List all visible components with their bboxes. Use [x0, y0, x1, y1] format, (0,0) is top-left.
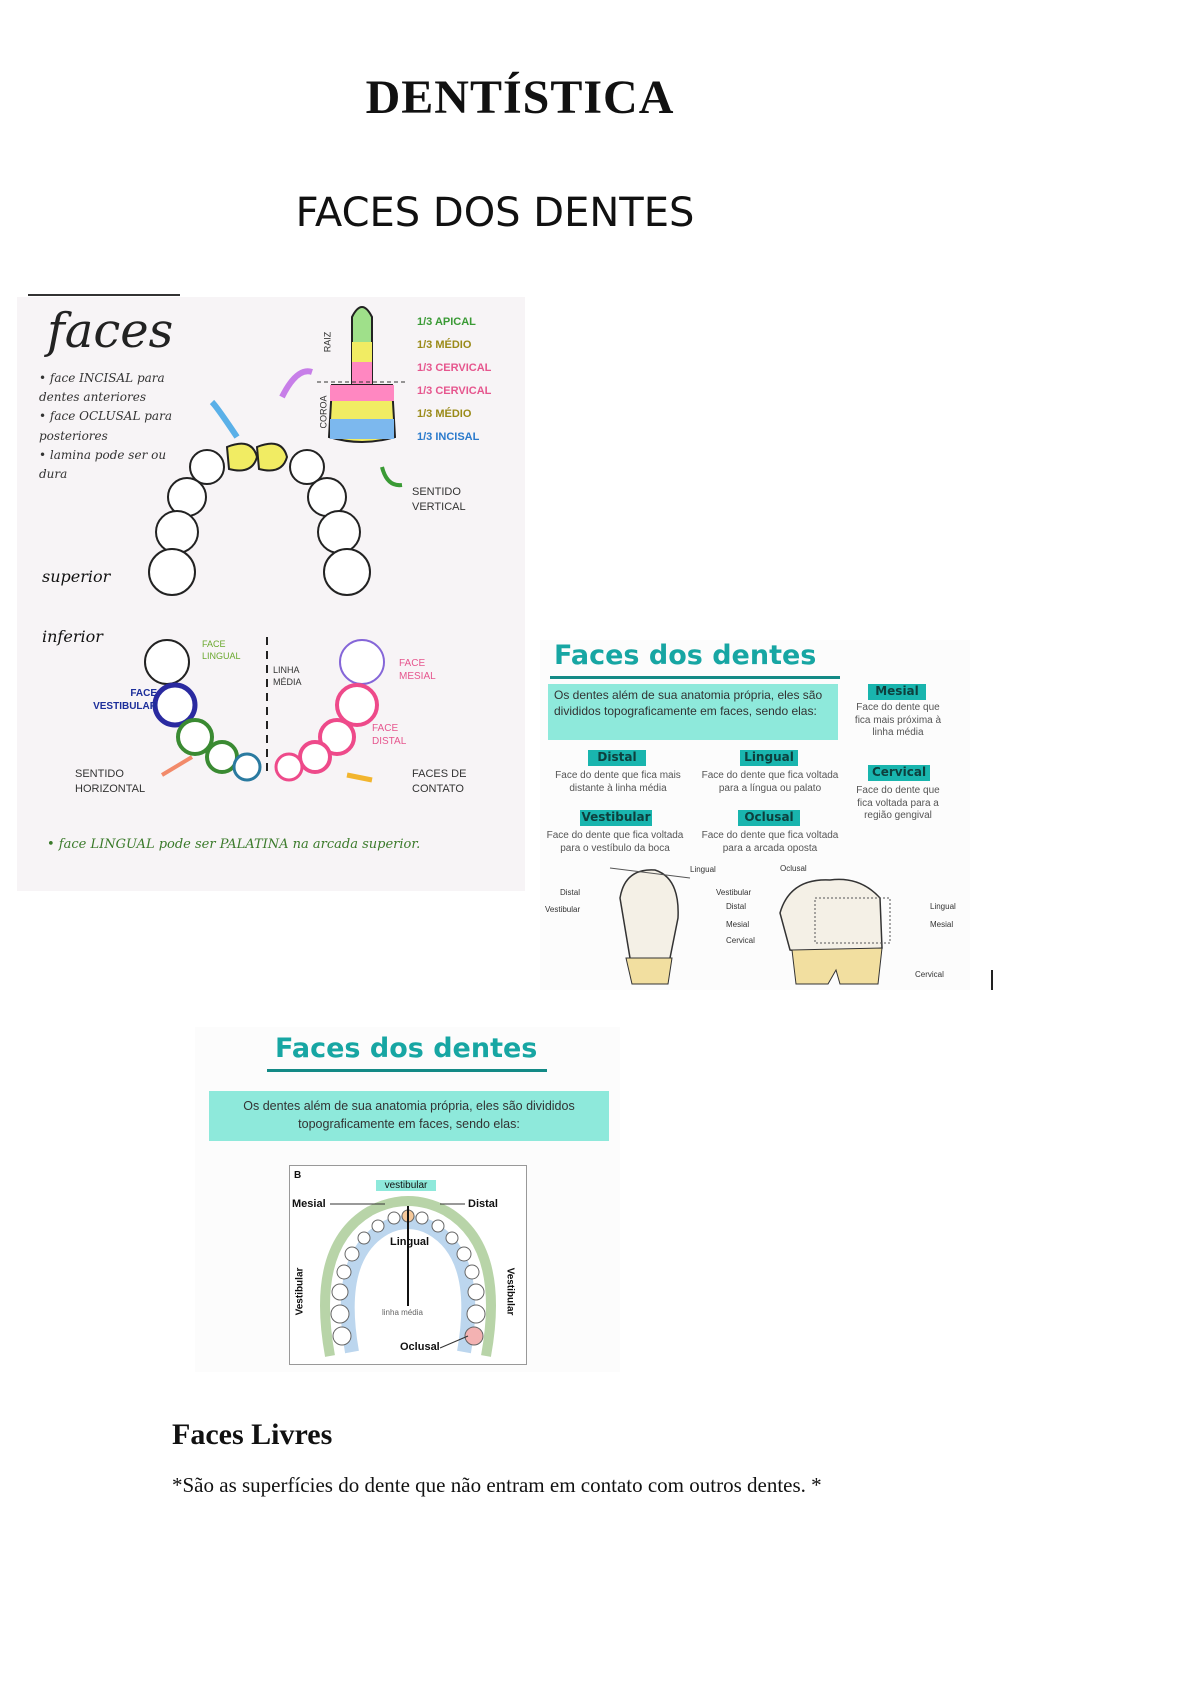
crown-incisal-band	[330, 419, 394, 439]
incisor-guide-line	[609, 867, 691, 879]
arrow-purple	[279, 368, 313, 399]
card1-heading: Faces dos dentes	[554, 640, 817, 671]
card2-lingual: Lingual	[390, 1236, 430, 1248]
arrow-blue	[209, 399, 240, 439]
sketch-inferior: inferior	[42, 627, 103, 646]
card1-oclusal-tag: Oclusal	[738, 810, 800, 826]
sketch-superior: superior	[42, 567, 111, 586]
molar-root	[791, 947, 883, 985]
third-5: 1/3 MÉDIO	[417, 408, 472, 420]
card1-lingual-tag: Lingual	[740, 750, 798, 766]
sketch-note-3: • lamina pode ser ou dura	[39, 447, 167, 481]
card2-mesial: Mesial	[292, 1198, 326, 1210]
sketch-note-2: • face OCLUSAL para posteriores	[39, 409, 172, 443]
card1-distal-tag: Distal	[588, 750, 646, 766]
card2-vestibular-tag: vestibular	[376, 1180, 436, 1191]
molar-box	[814, 897, 891, 944]
card2-arch-drawing	[320, 1196, 496, 1357]
arrow-horizontal-left	[160, 755, 194, 777]
card1-cervical-desc: Face do dente que fica voltada para a re…	[856, 785, 940, 821]
sketch-face-lingual: FACE LINGUAL	[202, 639, 241, 661]
third-1: 1/3 APICAL	[417, 316, 476, 328]
sketch-thirds: 1/3 APICAL 1/3 MÉDIO 1/3 CERVICAL 1/3 CE…	[417, 311, 491, 449]
sketch-horizontal: SENTIDO HORIZONTAL	[75, 768, 146, 796]
card2-vestibular-left: Vestibular	[294, 1267, 306, 1316]
lower-arch	[144, 639, 385, 782]
card1-distal-desc: Face do dente que fica mais distante à l…	[555, 770, 681, 794]
card2-linha-media: linha média	[382, 1308, 423, 1317]
crown-cervical-band	[330, 385, 394, 401]
root-cervical-band	[352, 362, 372, 385]
arrow-contact	[346, 772, 373, 783]
card1-underline	[550, 676, 840, 679]
card1-mesial-desc: Face do dente que fica mais próxima à li…	[854, 702, 942, 738]
upper-arch	[148, 442, 371, 596]
card1-vestibular-desc: Face do dente que fica voltada para o ve…	[546, 830, 684, 854]
card2-intro: Os dentes além de sua anatomia própria, …	[209, 1091, 609, 1141]
card1-diagram-oclusal: Oclusal	[780, 864, 807, 873]
sketch-heading: faces	[47, 303, 174, 359]
card1-diagram-cervical: Cervical	[726, 936, 755, 945]
card1-intro: Os dentes além de sua anatomia própria, …	[548, 684, 838, 740]
sketch-footer: • face LINGUAL pode ser PALATINA na arca…	[47, 837, 421, 852]
faces-card-2: Faces dos dentes Os dentes além de sua a…	[195, 1027, 620, 1372]
arrow-green	[380, 466, 403, 488]
sketch-face-vestibular: FACE VESTIBULAR	[93, 688, 157, 712]
card1-diagram-lingual2: Lingual	[930, 902, 956, 911]
card1-diagram-distal: Distal	[560, 888, 581, 897]
oclusal-leader	[439, 1335, 469, 1349]
document-title: DENTÍSTICA	[365, 71, 675, 124]
card1-tooth-diagrams	[609, 867, 891, 985]
sketch-root-label: RAIZ	[322, 331, 333, 353]
sketch-linha-media: LINHA MÉDIA	[273, 665, 302, 687]
card2-vestibular-right: Vestibular	[504, 1267, 516, 1316]
section-text-faces-livres: *São as superfícies do dente que não ent…	[172, 1473, 822, 1497]
document-subtitle: FACES DOS DENTES	[295, 190, 695, 236]
sketch-face-distal: FACE DISTAL	[372, 723, 407, 747]
card1-diagram-mesial: Mesial	[726, 920, 750, 929]
text-cursor	[991, 970, 993, 990]
incisor-root	[625, 957, 673, 985]
sketch-drawing	[144, 306, 407, 783]
section-heading-faces-livres: Faces Livres	[172, 1418, 333, 1451]
card1-lingual-desc: Face do dente que fica voltada para a lí…	[701, 770, 839, 794]
arch-vestibular-band	[320, 1196, 496, 1357]
card2-heading: Faces dos dentes	[275, 1033, 538, 1064]
card1-diagram-vestibular: Vestibular	[545, 905, 581, 914]
sketch-crown-label: COROA	[318, 395, 329, 429]
card1-diagram-vestibular2: Vestibular	[716, 888, 752, 897]
third-6: 1/3 INCISAL	[417, 431, 480, 443]
arch-teeth	[330, 1209, 486, 1346]
root-middle-band	[352, 342, 372, 362]
card2-letter: B	[294, 1170, 302, 1181]
third-3: 1/3 CERVICAL	[417, 362, 492, 374]
third-4: 1/3 CERVICAL	[417, 385, 492, 397]
card1-diagram-cervical2: Cervical	[915, 970, 944, 979]
card1-vestibular-tag: Vestibular	[580, 810, 652, 826]
sketch-note-1: • face INCISAL para dentes anteriores	[39, 371, 165, 405]
card2-distal: Distal	[468, 1198, 498, 1210]
faces-sketch-image: faces • face INCISAL para dentes anterio…	[17, 297, 525, 891]
sketch-face-mesial: FACE MESIAL	[399, 658, 436, 682]
card2-oclusal: Oclusal	[400, 1341, 440, 1353]
sketch-faces-contato: FACES DE CONTATO	[412, 768, 467, 796]
short-rule	[28, 294, 180, 296]
card1-mesial-tag: Mesial	[868, 684, 926, 700]
card1-diagram-distal2: Distal	[726, 902, 747, 911]
card2-underline	[267, 1069, 547, 1072]
card1-diagram-lingual: Lingual	[690, 865, 716, 874]
sketch-vertical: SENTIDO VERTICAL	[412, 486, 466, 514]
card1-diagram-mesial2: Mesial	[930, 920, 954, 929]
third-2: 1/3 MÉDIO	[417, 339, 472, 351]
card1-oclusal-desc: Face do dente que fica voltada para a ar…	[701, 830, 839, 854]
molar-shape	[779, 878, 883, 955]
incisor-shape	[619, 869, 679, 964]
card2-arch-frame: B vestibular Mesial Distal Lingual Vesti…	[289, 1165, 527, 1365]
card1-cervical-tag: Cervical	[868, 765, 930, 781]
faces-card-1: Faces dos dentes Os dentes além de sua a…	[540, 640, 970, 990]
sketch-notes: • face INCISAL para dentes anteriores • …	[39, 369, 179, 484]
